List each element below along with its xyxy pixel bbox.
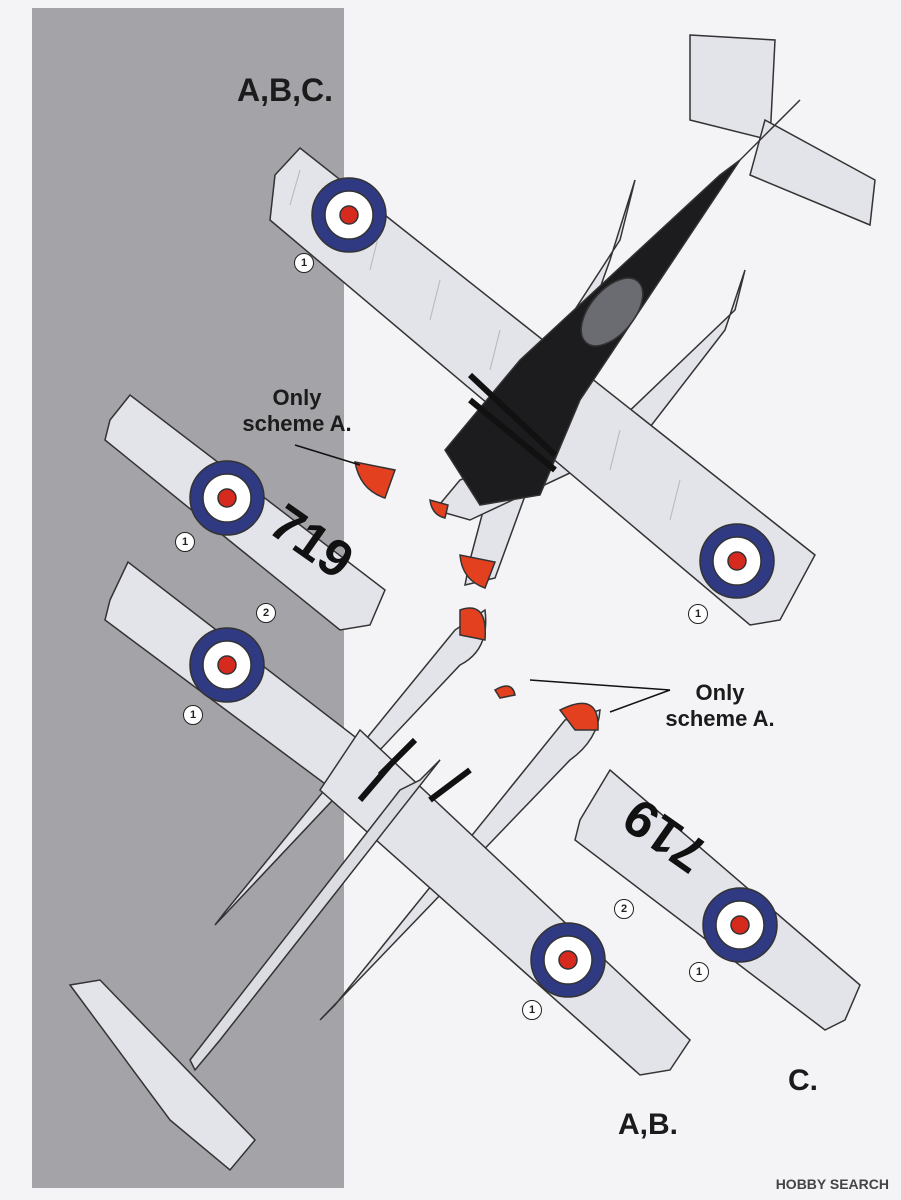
marker-2-left: 2 <box>256 603 276 623</box>
callout-left-line1: Only <box>272 385 322 410</box>
callout-lines <box>294 444 671 713</box>
scheme-label-c: C. <box>788 1064 818 1097</box>
callout-left: Only scheme A. <box>232 385 362 437</box>
marker-1-bottom: 1 <box>522 1000 542 1020</box>
callout-right-line1: Only <box>695 680 745 705</box>
marker-1-left-upper: 1 <box>175 532 195 552</box>
roundel-bottom-aircraft <box>530 922 606 998</box>
roundel-right-wing <box>702 887 778 963</box>
marker-1-top-left: 1 <box>294 253 314 273</box>
top-aircraft <box>269 34 876 626</box>
scheme-label-abc: A,B,C. <box>237 72 333 108</box>
right-lower-wing <box>574 768 861 1031</box>
roundel-left-lower <box>189 627 265 703</box>
marker-1-top-right: 1 <box>688 604 708 624</box>
watermark: HOBBY SEARCH <box>775 1176 889 1192</box>
roundel-top-left <box>311 177 387 253</box>
callout-right-line2: scheme A. <box>665 706 775 731</box>
callout-right: Only scheme A. <box>650 680 790 732</box>
roundel-top-right <box>699 523 775 599</box>
marker-1-right: 1 <box>689 962 709 982</box>
top-fuselage <box>444 159 741 506</box>
top-tailplane <box>689 34 876 227</box>
marker-1-left-lower: 1 <box>183 705 203 725</box>
callout-left-line2: scheme A. <box>242 411 352 436</box>
left-lower-wings <box>104 393 386 796</box>
marker-2-right: 2 <box>614 899 634 919</box>
roundel-left-upper <box>189 460 265 536</box>
scheme-label-ab: A,B. <box>618 1108 678 1141</box>
bottom-aircraft <box>68 607 691 1172</box>
